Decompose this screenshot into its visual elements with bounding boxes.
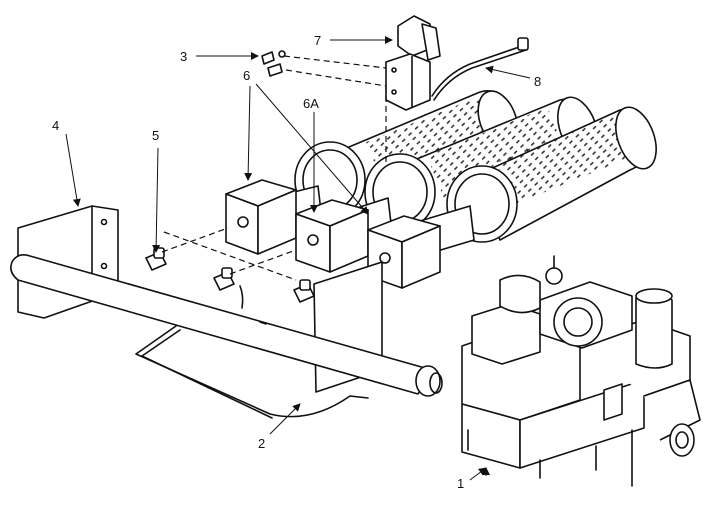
burner-block-left: [225, 179, 297, 255]
pilot-screws: [261, 50, 387, 166]
burner-tube-front: [446, 106, 657, 243]
leader-lines: [65, 36, 531, 481]
callout-3: 3: [180, 49, 187, 64]
pilot-tubing: [431, 37, 529, 101]
thermocouple-tube: [135, 325, 369, 419]
callout-5: 5: [152, 128, 159, 143]
gas-manifold-pipe: [10, 254, 443, 397]
gas-control-valve: [461, 255, 701, 487]
callout-4: 4: [52, 118, 59, 133]
callout-7: 7: [314, 33, 321, 48]
callout-6a: 6A: [303, 96, 319, 111]
pilot-assembly: [385, 15, 441, 111]
orifice-3: [293, 279, 315, 303]
callout-6: 6: [243, 68, 250, 83]
callout-1: 1: [457, 476, 464, 491]
burner-block-middle: [295, 199, 369, 273]
callout-8: 8: [534, 74, 541, 89]
orifice-2: [213, 267, 235, 291]
callout-2: 2: [258, 436, 265, 451]
